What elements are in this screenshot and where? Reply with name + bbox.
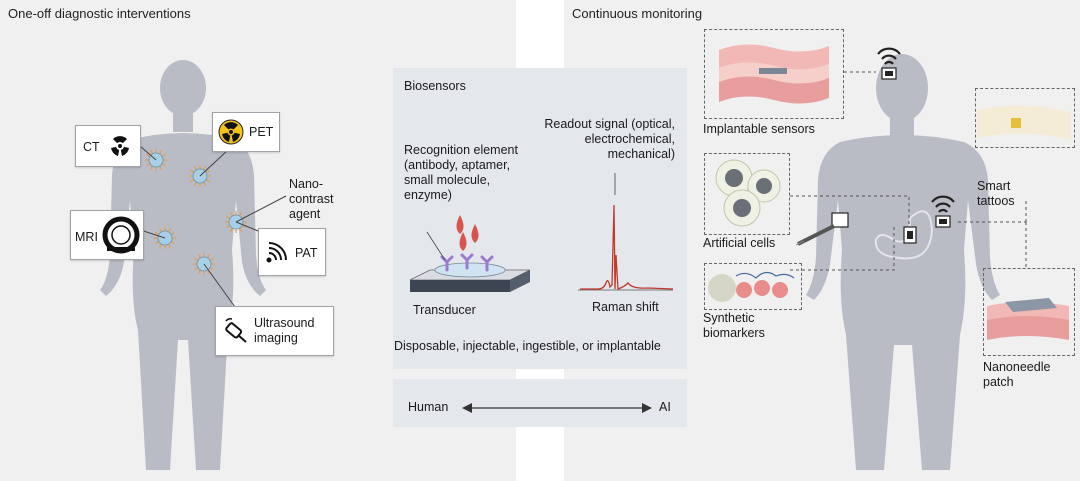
synthetic-biomarkers-illustration [708, 271, 795, 302]
synthetic-biomarkers-box[interactable] [704, 263, 802, 310]
nano-contrast-label: Nano-contrast agent [289, 177, 334, 221]
radiation-warning-icon [218, 119, 244, 145]
implantable-sensors-label: Implantable sensors [703, 122, 815, 136]
nanoneedle-patch-label: Nanoneedle patch [983, 360, 1051, 389]
ultrasound-callout[interactable]: Ultrasound imaging [215, 306, 334, 356]
waves-icon [266, 242, 287, 263]
biosensors-box [393, 68, 687, 369]
double-arrow-icon [462, 403, 652, 413]
ct-label: CT [83, 140, 100, 154]
left-panel-title: One-off diagnostic interventions [8, 6, 191, 21]
ultrasound-probe-icon [225, 318, 247, 343]
pat-callout[interactable]: PAT [258, 228, 326, 276]
artificial-cells-label: Artificial cells [703, 236, 776, 250]
raman-spectrum-plot [578, 173, 674, 291]
ct-callout[interactable]: CT [75, 125, 141, 167]
biosensors-title: Biosensors [404, 79, 466, 93]
disposable-label: Disposable, injectable, ingestible, or i… [394, 339, 661, 353]
transducer-label: Transducer [413, 303, 476, 317]
smart-tattoo-illustration [977, 105, 1071, 140]
human-ai-strip [393, 379, 687, 427]
nanoparticles-left [124, 145, 287, 315]
right-connectors [790, 71, 1027, 271]
biosensor-illustration [409, 215, 531, 292]
radiation-icon [111, 136, 129, 156]
artificial-cells-box[interactable] [704, 153, 790, 235]
readout-signal-label: Readout signal (optical, electrochemical… [544, 117, 675, 161]
implantable-sensor-tissue [719, 44, 829, 104]
abdomen-sensor-icon [903, 226, 917, 244]
smart-tattoos-label: Smart tattoos [977, 179, 1015, 208]
ultrasound-label: Ultrasound imaging [254, 316, 315, 345]
artificial-cells-illustration [715, 159, 781, 227]
implantable-sensors-box[interactable] [704, 29, 844, 119]
nanoneedle-patch-box[interactable] [983, 268, 1075, 356]
head-sensor-wifi-icon [877, 47, 901, 80]
mri-callout[interactable]: MRI [70, 210, 144, 260]
mri-label: MRI [75, 230, 98, 244]
right-panel-title: Continuous monitoring [572, 6, 703, 21]
smart-tattoos-box[interactable] [975, 88, 1075, 148]
raman-shift-label: Raman shift [592, 300, 659, 314]
synthetic-biomarkers-label: Synthetic biomarkers [703, 311, 765, 340]
nanoneedle-patch-illustration [987, 298, 1069, 340]
recognition-element-label: Recognition element (antibody, aptamer, … [404, 143, 518, 202]
mri-scanner-icon [102, 216, 140, 254]
torso-sensor-wifi-icon [931, 195, 955, 228]
human-label: Human [408, 400, 449, 414]
ai-label: AI [659, 400, 671, 414]
pat-label: PAT [295, 246, 318, 260]
arm-sensor-icon [831, 212, 849, 228]
pet-callout[interactable]: PET [212, 112, 280, 152]
pet-label: PET [249, 125, 274, 139]
syringe-icon [795, 224, 835, 246]
